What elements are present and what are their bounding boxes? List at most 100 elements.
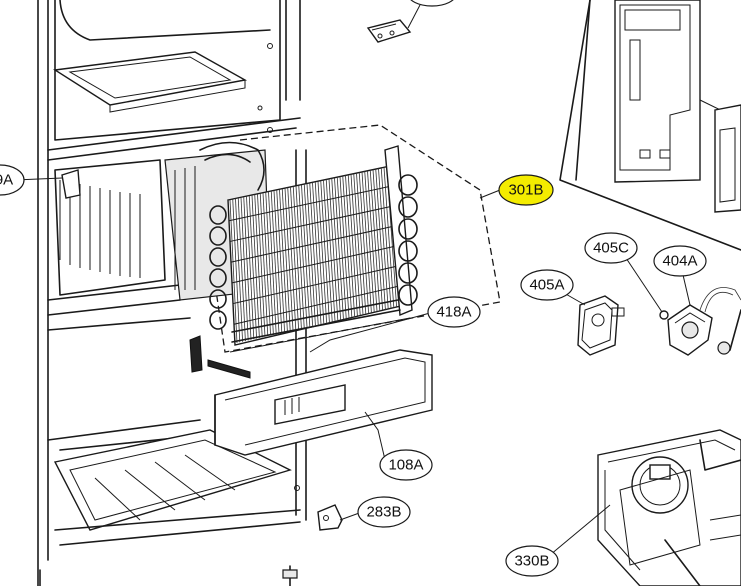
return-bend [398,240,418,262]
callout-404a[interactable]: 404A [653,245,707,277]
fin-line [281,188,291,331]
callout-label: 405C [593,240,629,257]
fin-line [279,189,288,332]
damper-part [577,295,625,356]
callout-301b[interactable]: 301B [498,174,554,206]
fin-line [235,198,243,342]
coil-tube [231,244,401,284]
coil-tube [233,284,404,325]
fin-line [380,167,392,309]
callout-405a[interactable]: 405A [520,269,574,301]
callout-label: 283B [366,504,401,521]
fin-line [383,167,395,308]
return-bend [398,174,418,196]
return-bend [398,218,418,240]
callout-283b[interactable]: 283B [357,496,411,528]
callout-edge-9a[interactable]: 9A [0,164,25,196]
left-bend [209,268,227,288]
fan-shroud [597,429,741,586]
callout-330b[interactable]: 330B [505,545,559,577]
fin-line [251,195,260,338]
fin-line [248,195,257,339]
fin-line [372,169,383,311]
coil-tube [229,204,398,242]
fin-line [265,192,274,335]
fin-line [339,176,350,318]
left-bend [209,205,227,225]
fin-line [292,186,302,329]
callout-label: 418A [436,304,471,321]
fin-line [323,180,333,322]
callout-label: 301B [508,182,543,199]
coil-tube [230,224,400,263]
return-bend [398,262,418,284]
fin-line [364,171,375,312]
fin-line [375,169,386,310]
fin-line [268,191,277,335]
fin-line [257,194,266,337]
evaporator-return-bends [398,174,418,306]
fin-line [246,196,255,340]
fin-line [273,190,283,333]
fan-motor [659,287,741,356]
left-bend [209,289,227,309]
callout-108a[interactable]: 108A [379,449,433,481]
evaporator [164,141,418,353]
fin-line [232,199,241,343]
fin-line [309,183,319,325]
fin-line [320,180,330,323]
drain-cover-tray [207,349,433,456]
callout-418a[interactable]: 418A [427,296,481,328]
fin-line [358,172,369,314]
evaporator-fins [228,164,406,344]
lower-floor-tray [53,429,301,546]
fin-line [229,199,238,344]
explode-outline [204,124,501,353]
fin-line [290,187,299,330]
left-bend [209,247,227,267]
fin-line [367,170,378,312]
fin-line [345,175,355,317]
fin-line [301,184,311,327]
fin-line [262,192,271,336]
callout-label: 108A [388,457,423,474]
callout-405c[interactable]: 405C [584,232,638,264]
fin-line [240,197,249,341]
fin-line [336,177,347,319]
fin-line [331,178,341,320]
evaporator-bottom-bracket [189,335,203,373]
callout-label: 404A [662,253,697,270]
coil-tube [228,184,397,222]
callout-label: 9A [0,172,13,189]
fin-line [306,183,316,326]
fin-line [369,170,381,311]
fin-line [378,168,389,309]
callout-label: 405A [529,277,564,294]
fin-line [356,173,367,314]
fin-line [361,171,372,313]
fin-line [243,197,252,340]
fin-line [353,173,364,315]
fin-line [270,191,280,334]
fin-line [325,179,336,321]
callout-layer: 301B 405C 404A 405A 418A 108A 283B 330B [0,0,707,577]
fin-line [342,176,353,318]
fin-line [317,181,327,323]
fin-line [295,185,305,328]
left-bend [209,226,227,246]
fin-line [334,177,344,319]
fin-line [237,198,246,342]
left-bend [209,310,227,330]
evaporator-left-bends [209,205,227,330]
callout-top-partial[interactable] [408,0,456,7]
fin-line [303,184,313,326]
fin-line [284,188,294,331]
fin-line [298,185,308,328]
callout-label: 330B [514,553,549,570]
bottom-screw [282,565,298,586]
coil-tube [232,264,403,305]
fin-line [347,174,358,316]
edge-clip-part [14,169,81,199]
fin-line [287,187,297,330]
